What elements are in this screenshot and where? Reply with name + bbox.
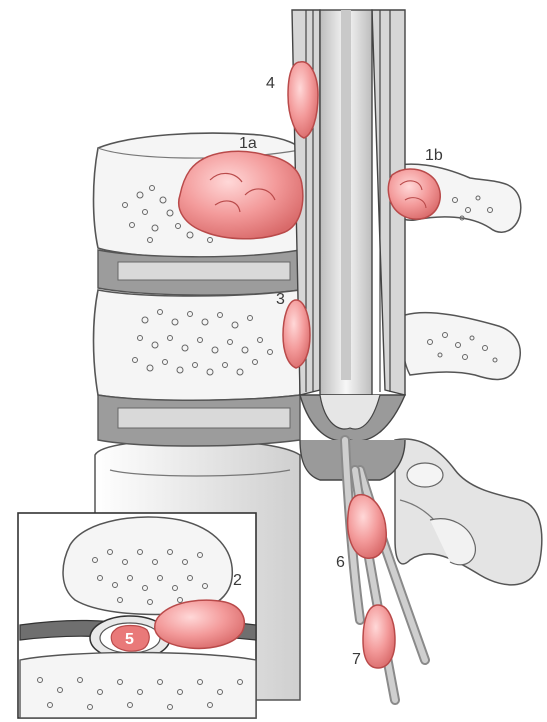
transverse-process-middle bbox=[402, 313, 520, 380]
label-2: 2 bbox=[233, 572, 242, 589]
tumor-1a-vertebral-body bbox=[179, 151, 303, 238]
axial-section-inset bbox=[18, 513, 256, 718]
label-1a: 1a bbox=[239, 135, 257, 152]
label-6: 6 bbox=[336, 554, 345, 571]
tumor-6-nerve-root bbox=[348, 495, 387, 559]
tumor-3-intradural bbox=[283, 300, 310, 368]
label-1b: 1b bbox=[425, 147, 443, 164]
label-3: 3 bbox=[276, 291, 285, 308]
label-5: 5 bbox=[125, 631, 134, 648]
tumor-7-cauda-equina bbox=[363, 605, 395, 668]
vertebral-body-middle bbox=[94, 290, 301, 400]
posterior-elements bbox=[395, 439, 542, 585]
intervertebral-disc-lower bbox=[98, 395, 300, 446]
tumor-4-intramedullary bbox=[288, 62, 318, 138]
label-4: 4 bbox=[266, 75, 275, 92]
label-7: 7 bbox=[352, 651, 361, 668]
intervertebral-disc-upper bbox=[98, 250, 300, 295]
